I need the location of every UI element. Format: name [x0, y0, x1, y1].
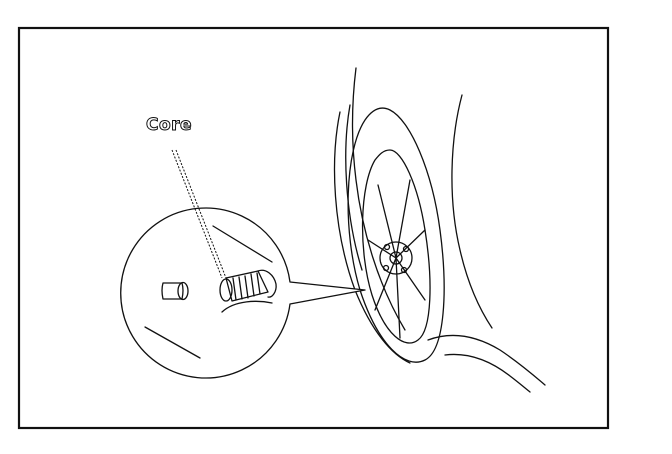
- lug-nut: [382, 264, 390, 272]
- ground-line: [427, 334, 546, 386]
- lug-nut: [400, 266, 408, 274]
- bubble-shade-line: [212, 225, 273, 263]
- ground-line-lower: [444, 353, 531, 393]
- valve-cap-top: [177, 281, 189, 301]
- valve-stem-seat: [221, 300, 273, 313]
- callout-leader: [171, 149, 223, 279]
- valve-stem-body: [225, 270, 269, 302]
- lug-nut: [383, 243, 391, 251]
- tire-outer: [347, 107, 445, 363]
- wheel-hub-center: [389, 251, 403, 265]
- lug-nut: [402, 245, 410, 253]
- tire-inner: [361, 149, 431, 344]
- figure-frame: [17, 26, 610, 430]
- fender-inner-line: [451, 94, 493, 329]
- valve-core-end: [219, 278, 233, 302]
- callout-label-core: Core: [145, 115, 193, 135]
- magnifier-bubble: [120, 207, 366, 379]
- valve-core-threads: [232, 272, 261, 301]
- wheel-hub: [379, 241, 413, 275]
- valve-stem-base: [257, 269, 277, 298]
- callout-leader: [175, 149, 227, 279]
- wheel-spokes: [367, 179, 426, 339]
- fender-outline: [351, 67, 406, 331]
- bubble-shade-line: [144, 326, 201, 359]
- wheel-arch-inner: [345, 104, 363, 271]
